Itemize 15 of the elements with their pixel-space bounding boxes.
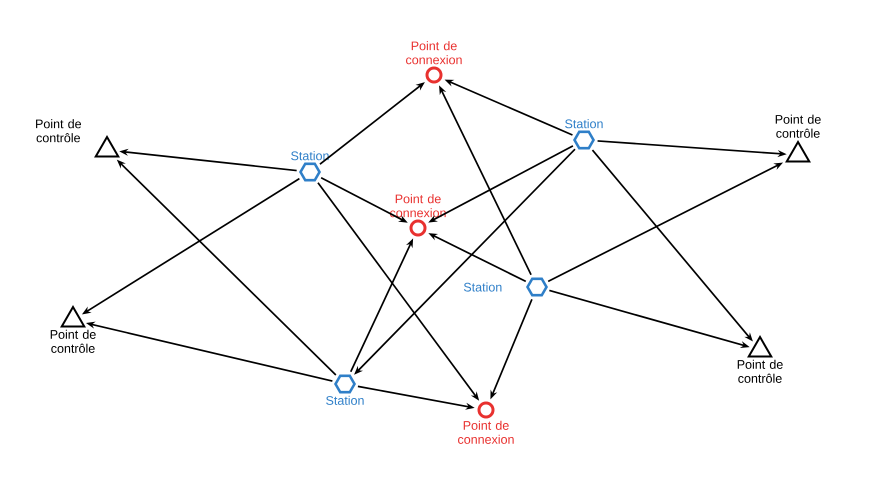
station-hexagon: Station [326, 374, 364, 405]
node-label: Point de contrôle [36, 119, 82, 142]
node-label: Station [326, 396, 364, 405]
node-label: Point de connexion [390, 194, 446, 218]
node-label: Point de contrôle [50, 330, 96, 353]
node-label: Station [565, 119, 603, 128]
node-label: Point de contrôle [776, 114, 821, 138]
node-label: Point de connexion [458, 420, 514, 444]
node-label: Point de contrôle [738, 360, 783, 383]
station-hexagon: Station [565, 119, 603, 150]
node-label: Point de connexion [406, 41, 462, 64]
station-hexagon: Station [291, 151, 329, 182]
node-label: Station [464, 282, 502, 292]
checkpoint-triangle: Point de contrôle [776, 114, 821, 162]
node-label: Station [291, 151, 329, 160]
